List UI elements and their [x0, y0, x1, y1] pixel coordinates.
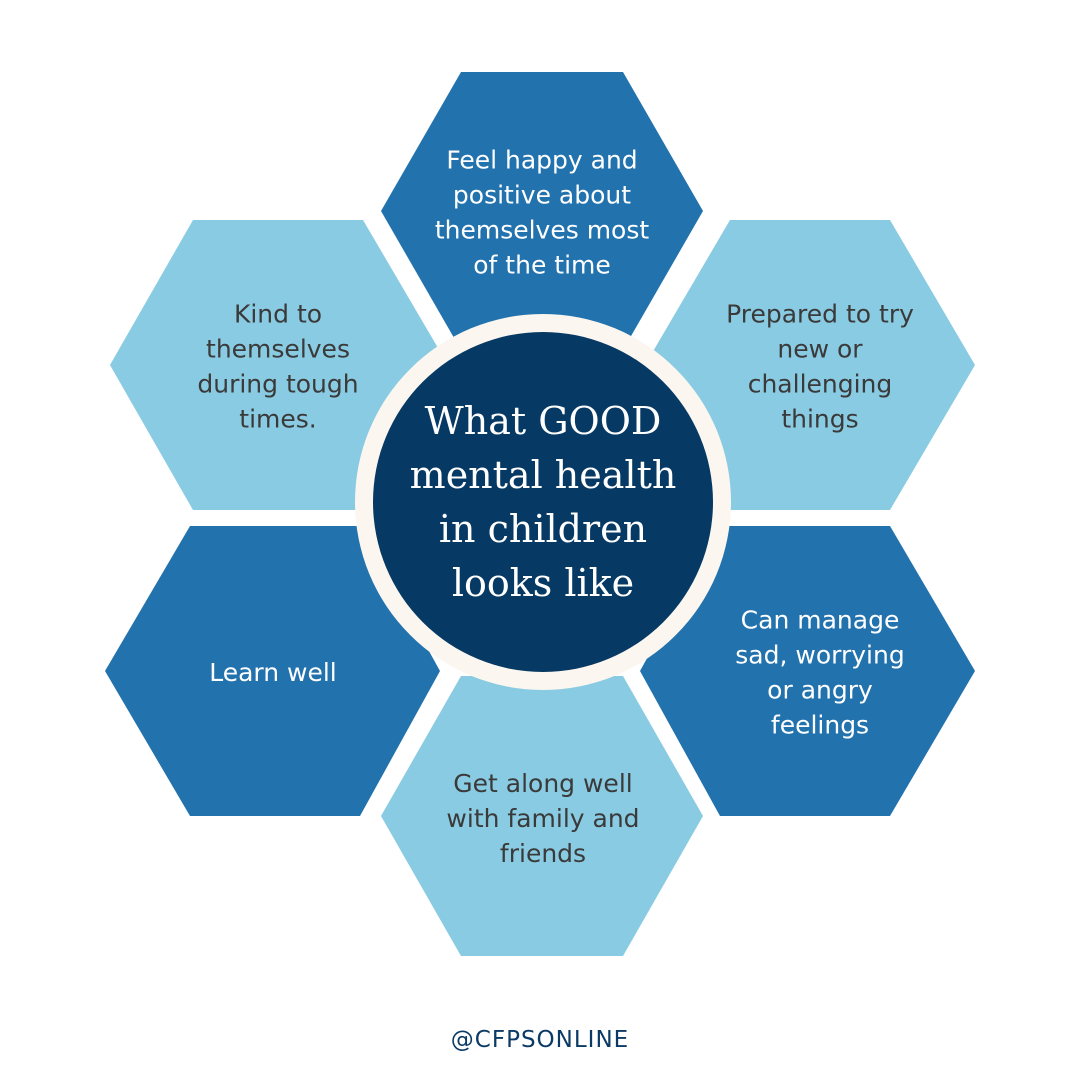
- hexagon-label: Feel happy and positive about themselves m…: [435, 146, 650, 280]
- hexagon-label: Learn well: [209, 658, 337, 687]
- hexagon-label-line: positive about: [453, 181, 631, 210]
- hexagon-shape: [645, 220, 975, 510]
- hexagon-upper-right: Prepared to try new or challenging things: [645, 220, 975, 510]
- hexagon-label-line: with family and: [446, 804, 639, 833]
- hexagon-shape: [105, 526, 440, 816]
- hexagon-label: Get along well with family and friends: [446, 769, 639, 868]
- hexagon-shape: [110, 220, 448, 510]
- center-title-line: in children: [439, 507, 647, 551]
- hexagon-label-line: Kind to: [234, 300, 322, 329]
- center-title-line: mental health: [410, 453, 677, 497]
- hexagon-label-line: challenging: [748, 370, 893, 399]
- hexagon-label-line: Prepared to try: [726, 300, 914, 329]
- center-circle: What GOOD mental health in children looks l…: [355, 314, 731, 690]
- hexagon-label-line: of the time: [473, 251, 611, 280]
- hexagon-label-line: themselves most: [435, 216, 650, 245]
- hexagon-label-line: friends: [500, 839, 586, 868]
- hexagon-label-line: new or: [777, 335, 863, 364]
- hexagon-shape: [381, 72, 703, 350]
- hexagon-label-line: Get along well: [453, 769, 632, 798]
- footer-handle: @CFPSONLINE: [450, 1027, 630, 1053]
- hexagon-bottom: Get along well with family and friends: [381, 676, 703, 956]
- hexagon-layer: Feel happy and positive about themselves m…: [105, 72, 975, 956]
- center-title-line: What GOOD: [425, 399, 662, 443]
- hexagon-label: Can manage sad, worrying or angry feelings: [735, 606, 904, 740]
- hexagon-label: Prepared to try new or challenging things: [726, 300, 914, 434]
- hexagon-top: Feel happy and positive about themselves m…: [381, 72, 703, 350]
- hexagon-label-line: during tough: [197, 370, 358, 399]
- hexagon-label-line: Learn well: [209, 658, 337, 687]
- hexagon-label: Kind to themselves during tough times.: [197, 300, 358, 434]
- hexagon-shape: [381, 676, 703, 956]
- hexagon-label-line: themselves: [206, 335, 350, 364]
- hexagon-lower-left: Learn well: [105, 526, 440, 816]
- hexagon-label-line: Feel happy and: [446, 146, 637, 175]
- hexagon-shape: [640, 526, 975, 816]
- center-title: What GOOD mental health in children looks l…: [410, 399, 677, 605]
- center-title-line: looks like: [452, 561, 634, 605]
- hexagon-label-line: sad, worrying: [735, 641, 904, 670]
- hexagon-lower-right: Can manage sad, worrying or angry feelings: [640, 526, 975, 816]
- hexagon-label-line: feelings: [771, 711, 869, 740]
- hexagon-label-line: times.: [239, 405, 316, 434]
- hexagon-label-line: things: [781, 405, 858, 434]
- hexagon-label-line: Can manage: [741, 606, 900, 635]
- hexagon-label-line: or angry: [767, 676, 873, 705]
- hexagon-upper-left: Kind to themselves during tough times.: [110, 220, 448, 510]
- center-disc: [373, 332, 713, 672]
